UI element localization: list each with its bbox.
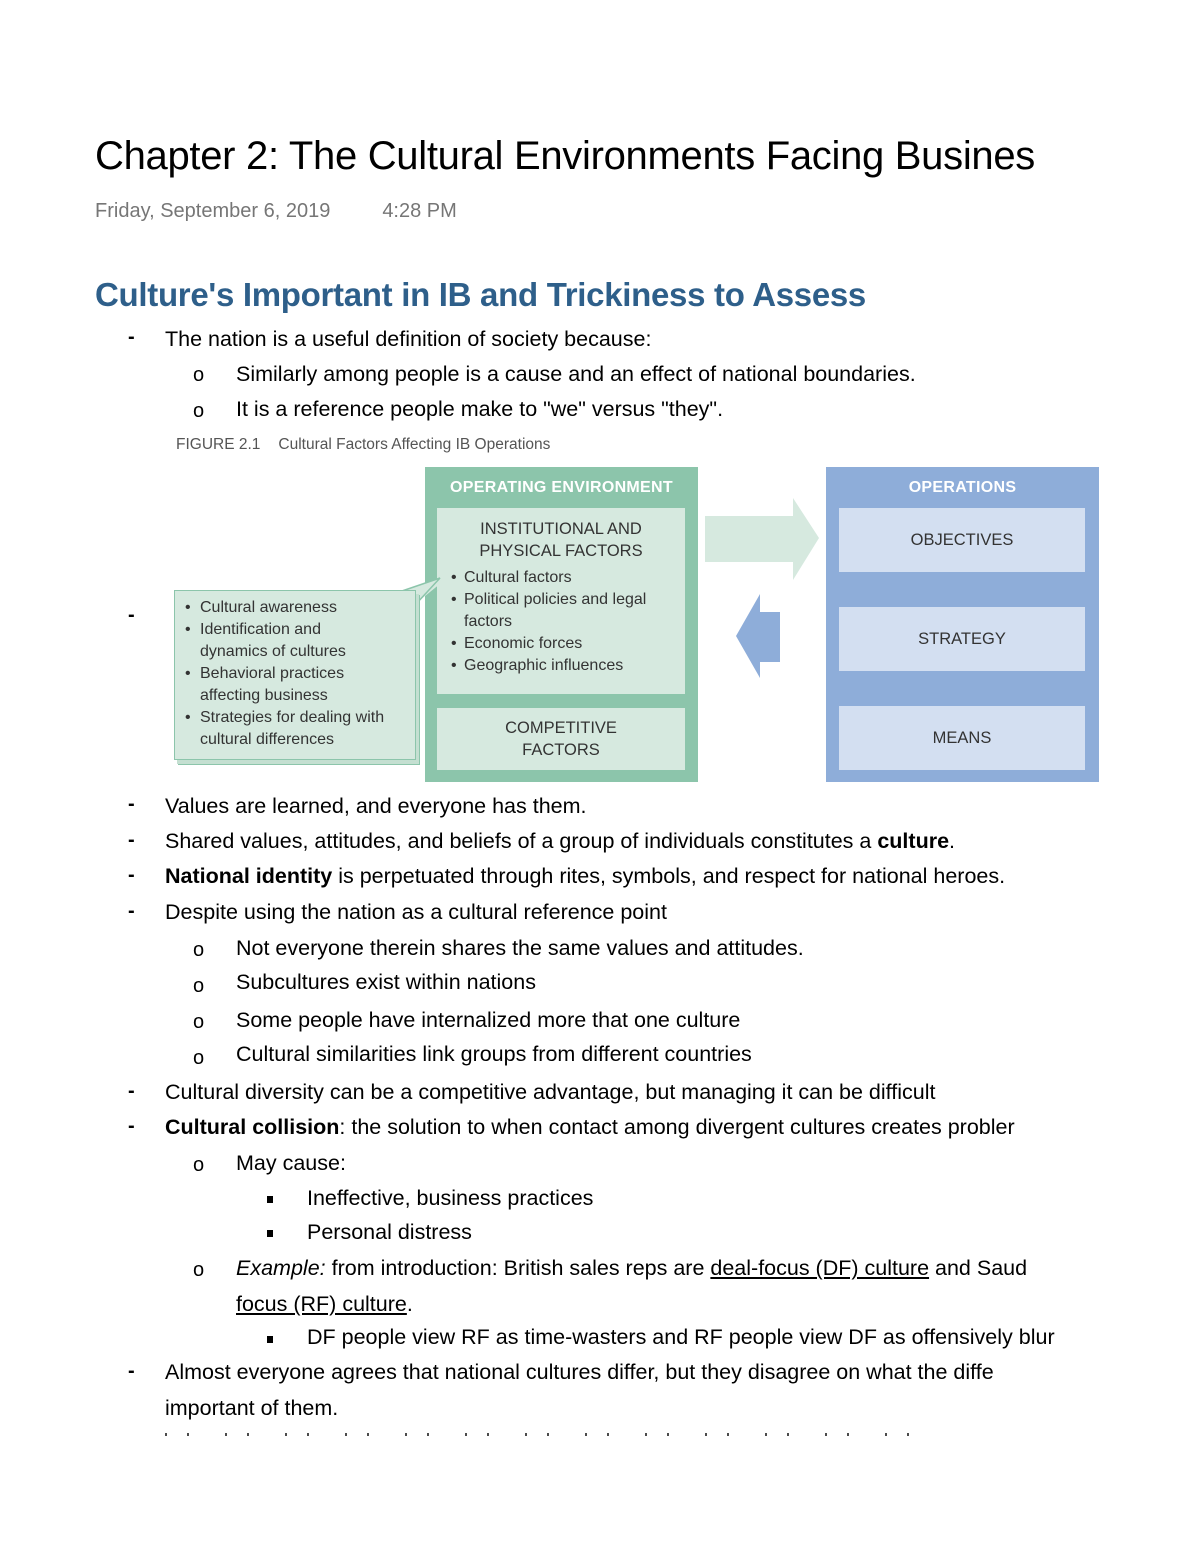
circle-bullet-icon: o: [193, 939, 205, 961]
bullet-almost-everyone: Almost everyone agrees that national cul…: [165, 1360, 994, 1384]
page-date: Friday, September 6, 2019: [95, 200, 331, 222]
objectives-box: OBJECTIVES: [839, 508, 1085, 572]
figure-number: FIGURE 2.1: [176, 436, 261, 453]
bullet-despite-sub-1: Not everyone therein shares the same val…: [236, 936, 804, 960]
institutional-item: Cultural factors: [451, 567, 646, 589]
institutional-factors-title: INSTITUTIONAL AND PHYSICAL FACTORS: [437, 518, 685, 562]
dash-bullet-icon: -: [128, 1115, 135, 1137]
callout-item: Identification and: [183, 619, 384, 641]
bullet-may-cause-sub-1: Ineffective, business practices: [307, 1186, 594, 1210]
bullet-intro-sub-1: Similarly among people is a cause and an…: [236, 362, 916, 386]
institutional-item: Economic forces: [451, 633, 646, 655]
circle-bullet-icon: o: [193, 364, 205, 386]
institutional-item: Political policies and legal: [451, 589, 646, 611]
competitive-factors-box: COMPETITIVE FACTORS: [437, 708, 685, 770]
dash-bullet-icon: -: [128, 1360, 135, 1382]
dash-bullet-icon: -: [128, 1080, 135, 1102]
operations-box: OPERATIONS OBJECTIVES STRATEGY MEANS: [826, 467, 1099, 782]
national-identity-term: National identity: [165, 864, 333, 888]
text: and Saud: [929, 1256, 1028, 1280]
dash-bullet-icon: -: [128, 829, 135, 851]
dash-bullet-icon: -: [128, 864, 135, 886]
dash-bullet-icon: -: [128, 900, 135, 922]
bullet-example-cont: focus (RF) culture.: [236, 1290, 413, 1318]
figure-caption: FIGURE 2.1 Cultural Factors Affecting IB …: [176, 436, 550, 454]
page-timestamp: Friday, September 6, 2019 4:28 PM: [95, 200, 457, 223]
competitive-line-2: FACTORS: [522, 741, 600, 759]
institutional-item-text: factors: [464, 613, 513, 630]
callout-item: Strategies for dealing with: [183, 707, 384, 729]
means-box: MEANS: [839, 706, 1085, 770]
callout-list: Cultural awareness Identification and dy…: [183, 597, 384, 751]
bullet-example: Example: from introduction: British sale…: [236, 1254, 1027, 1282]
clipped-text-line: [165, 1432, 935, 1437]
text: .: [406, 1292, 413, 1316]
arrow-right-icon: [705, 498, 819, 580]
figure-caption-text: Cultural Factors Affecting IB Operations: [278, 436, 551, 453]
callout-item-continuation: cultural differences: [200, 731, 334, 748]
text: : the solution to when contact among div…: [339, 1115, 1015, 1139]
callout-item: Cultural awareness: [183, 597, 384, 619]
circle-bullet-icon: o: [193, 1047, 205, 1069]
circle-bullet-icon: o: [193, 975, 205, 997]
institutional-item-continuation: factors: [451, 611, 646, 633]
section-heading: Culture's Important in IB and Trickiness…: [95, 276, 866, 313]
square-bullet-icon: [267, 1219, 273, 1247]
circle-bullet-icon: o: [193, 1154, 205, 1176]
culture-term: culture: [877, 829, 950, 853]
bullet-intro: The nation is a useful definition of soc…: [165, 327, 652, 351]
circle-bullet-icon: o: [193, 1011, 205, 1033]
relationship-focus-term: focus (RF) culture: [236, 1292, 407, 1316]
bullet-values-learned: Values are learned, and everyone has the…: [165, 794, 587, 818]
page-time: 4:28 PM: [382, 200, 457, 222]
text: is perpetuated through rites, symbols, a…: [332, 864, 1006, 888]
arrow-left-icon: [736, 594, 780, 678]
page-title: Chapter 2: The Cultural Environments Fac…: [95, 134, 1035, 178]
bullet-shared-values: Shared values, attitudes, and beliefs of…: [165, 827, 955, 855]
text: .: [949, 829, 956, 853]
operating-environment-title: OPERATING ENVIRONMENT: [450, 479, 673, 496]
dash-bullet-icon: -: [128, 793, 135, 815]
bullet-national-identity: National identity is perpetuated through…: [165, 862, 1005, 890]
callout-item: Behavioral practices: [183, 663, 384, 685]
bullet-almost-everyone-cont: important of them.: [165, 1396, 339, 1420]
bullet-despite: Despite using the nation as a cultural r…: [165, 900, 667, 924]
bullet-may-cause-sub-2: Personal distress: [307, 1220, 472, 1244]
text: from introduction: British sales reps ar…: [325, 1256, 711, 1280]
bullet-despite-sub-2: Subcultures exist within nations: [236, 970, 536, 994]
bullet-df-rf: DF people view RF as time-wasters and RF…: [307, 1325, 1055, 1349]
operations-title: OPERATIONS: [908, 479, 1017, 496]
institutional-factors-list: Cultural factors Political policies and …: [451, 567, 646, 677]
circle-bullet-icon: o: [193, 1259, 205, 1281]
callout-item-continuation: dynamics of cultures: [200, 643, 346, 660]
bullet-may-cause: May cause:: [236, 1151, 346, 1175]
square-bullet-icon: [267, 1185, 273, 1213]
bullet-diversity: Cultural diversity can be a competitive …: [165, 1080, 936, 1104]
bullet-despite-sub-4: Cultural similarities link groups from d…: [236, 1042, 752, 1066]
cultural-collision-term: Cultural collision: [165, 1115, 340, 1139]
bullet-intro-sub-2: It is a reference people make to "we" ve…: [236, 397, 724, 421]
text: Shared values, attitudes, and beliefs of…: [165, 829, 878, 853]
circle-bullet-icon: o: [193, 400, 205, 422]
competitive-line-1: COMPETITIVE: [505, 719, 617, 737]
dash-bullet-icon: -: [128, 604, 135, 626]
strategy-box: STRATEGY: [839, 607, 1085, 671]
callout-item-continuation: affecting business: [200, 687, 328, 704]
deal-focus-term: deal-focus (DF) culture: [710, 1256, 930, 1280]
dash-bullet-icon: -: [128, 326, 135, 348]
bullet-despite-sub-3: Some people have internalized more that …: [236, 1008, 741, 1032]
institutional-title-line-2: PHYSICAL FACTORS: [479, 542, 643, 560]
cultural-factors-callout: Cultural awareness Identification and dy…: [174, 590, 416, 760]
square-bullet-icon: [267, 1325, 273, 1353]
institutional-item: Geographic influences: [451, 655, 646, 677]
institutional-title-line-1: INSTITUTIONAL AND: [480, 520, 642, 538]
example-label: Example:: [236, 1256, 326, 1280]
bullet-collision: Cultural collision: the solution to when…: [165, 1113, 1015, 1141]
